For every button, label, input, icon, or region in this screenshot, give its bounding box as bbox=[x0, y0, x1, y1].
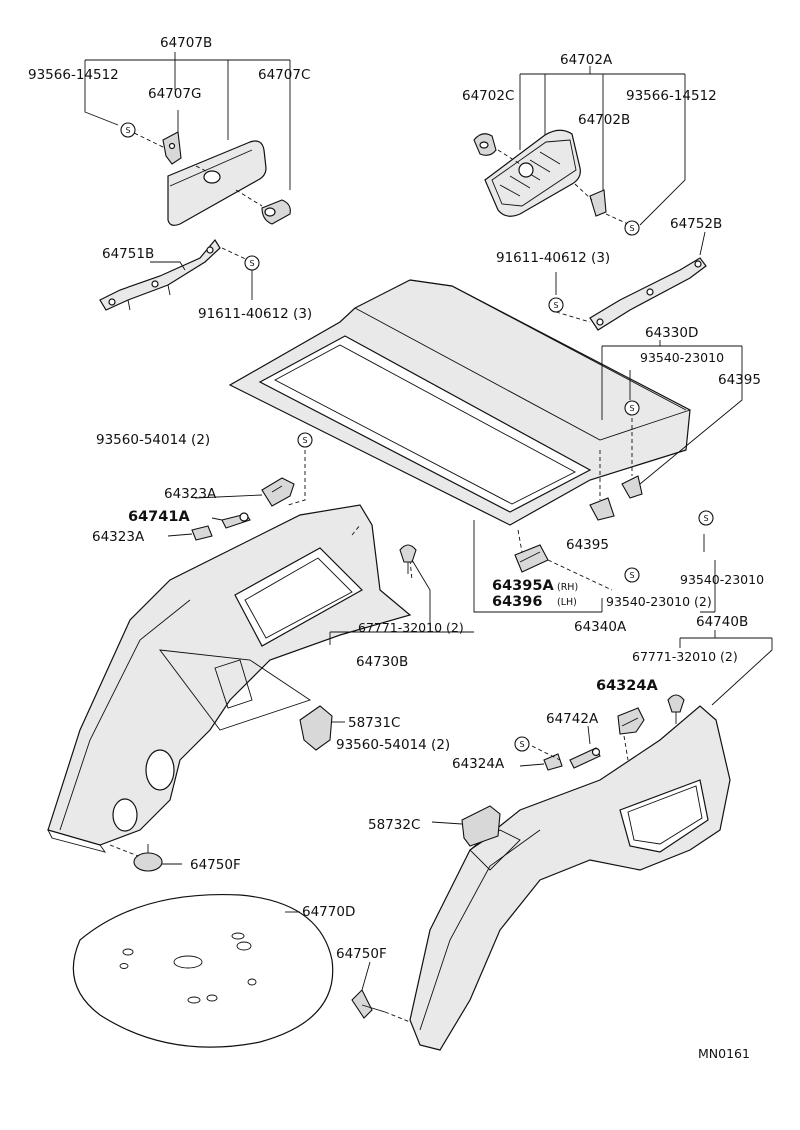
svg-text:S: S bbox=[629, 571, 634, 580]
label-64752B: 64752B bbox=[670, 216, 722, 232]
svg-text:S: S bbox=[703, 514, 708, 523]
bracket-58732C bbox=[461, 805, 501, 847]
cover-64702A bbox=[484, 129, 581, 217]
bracket-group-64707B bbox=[84, 52, 291, 190]
label-64750F-right: 64750F bbox=[336, 946, 387, 962]
pin-64741A bbox=[221, 512, 251, 529]
fastener-64750F-right bbox=[351, 989, 386, 1019]
label-64395A: 64395A bbox=[492, 578, 554, 594]
knob-64702C bbox=[473, 133, 497, 156]
label-64340A: 64340A bbox=[574, 619, 627, 635]
clip-64395-center bbox=[589, 497, 615, 521]
label-64742A: 64742A bbox=[546, 711, 599, 727]
label-93560-54014-top: 93560-54014 (2) bbox=[96, 432, 210, 448]
label-64707B: 64707B bbox=[160, 35, 212, 51]
label-93540-23010-top: 93540-23010 bbox=[640, 350, 724, 365]
s-mark: S bbox=[698, 510, 714, 526]
s-mark: S bbox=[514, 736, 530, 752]
diagram-code: MN0161 bbox=[698, 1046, 750, 1061]
bracket-58731C bbox=[299, 705, 333, 751]
label-64751B: 64751B bbox=[102, 246, 154, 262]
quarter-trim-64730B bbox=[47, 504, 412, 853]
label-64395-center: 64395 bbox=[566, 537, 609, 553]
label-91611-40612-right: 91611-40612 (3) bbox=[496, 250, 610, 266]
label-64707G: 64707G bbox=[148, 86, 201, 102]
label-64396: 64396 bbox=[492, 594, 542, 610]
label-93566-14512-right: 93566-14512 bbox=[626, 88, 717, 104]
label-91611-40612-left: 91611-40612 (3) bbox=[198, 306, 312, 322]
s-mark: S bbox=[297, 432, 313, 448]
visor-clip-64707G bbox=[162, 110, 182, 165]
label-67771-32010-right: 67771-32010 (2) bbox=[632, 649, 738, 664]
s-mark: S bbox=[548, 297, 564, 313]
leader-93560-54014-top bbox=[287, 450, 306, 506]
fastener-64750F-left bbox=[133, 844, 163, 872]
label-64702A: 64702A bbox=[560, 52, 613, 68]
s-mark: S bbox=[624, 220, 640, 236]
clip-64395A-64396 bbox=[514, 544, 549, 573]
label-64750F-left: 64750F bbox=[190, 857, 241, 873]
svg-text:S: S bbox=[249, 259, 254, 268]
svg-text:S: S bbox=[125, 126, 130, 135]
label-64730B: 64730B bbox=[356, 654, 408, 670]
svg-text:S: S bbox=[629, 224, 634, 233]
label-67771-32010-left: 67771-32010 (2) bbox=[358, 620, 464, 635]
mat-64770D bbox=[72, 893, 334, 1048]
clip-64324A-bottom bbox=[543, 753, 563, 771]
label-64741A: 64741A bbox=[128, 509, 190, 525]
label-64324A-top: 64324A bbox=[596, 678, 658, 694]
s-mark: S bbox=[624, 400, 640, 416]
svg-text:S: S bbox=[302, 436, 307, 445]
bracket-group-64702A bbox=[519, 66, 686, 226]
label-rh: (RH) bbox=[557, 582, 578, 593]
s-mark: S bbox=[120, 122, 136, 138]
clip-64395-right bbox=[621, 475, 643, 499]
clip-64323A-top bbox=[261, 477, 295, 507]
label-64323A-bottom: 64323A bbox=[92, 529, 145, 545]
svg-text:S: S bbox=[629, 404, 634, 413]
label-64702C: 64702C bbox=[462, 88, 514, 104]
label-64702B: 64702B bbox=[578, 112, 630, 128]
s-mark: S bbox=[624, 567, 640, 583]
clip-64702B bbox=[589, 189, 607, 217]
label-58731C: 58731C bbox=[348, 715, 400, 731]
bracket-64751B bbox=[99, 238, 221, 311]
s-mark: S bbox=[244, 255, 260, 271]
label-93540-23010-bottom: 93540-23010 (2) bbox=[606, 594, 712, 609]
bracket-64752B bbox=[589, 257, 707, 331]
label-64324A-bottom: 64324A bbox=[452, 756, 505, 772]
svg-text:S: S bbox=[553, 301, 558, 310]
label-64707C: 64707C bbox=[258, 67, 310, 83]
label-93560-54014-bottom: 93560-54014 (2) bbox=[336, 737, 450, 753]
fastener-67771-32010-right bbox=[667, 694, 685, 724]
visor-panel-64707B bbox=[167, 140, 267, 226]
label-64330D: 64330D bbox=[645, 325, 698, 341]
label-64740B: 64740B bbox=[696, 614, 748, 630]
fastener-67771-32010-left bbox=[399, 544, 417, 574]
label-64395-top: 64395 bbox=[718, 372, 761, 388]
clip-64323A-bottom bbox=[191, 525, 213, 541]
quarter-trim-64740B bbox=[409, 705, 731, 1051]
label-93566-14512-left: 93566-14512 bbox=[28, 67, 119, 83]
label-64770D: 64770D bbox=[302, 904, 355, 920]
visor-knob-64707C bbox=[261, 199, 291, 225]
part-labels: 64707B 93566-14512 64707G 64707C 64751B … bbox=[28, 35, 764, 1061]
s-marks: S S S S S S S S S bbox=[120, 122, 714, 752]
bracket-group-64330D bbox=[601, 340, 743, 485]
pin-64742A bbox=[569, 747, 601, 769]
label-93540-23010-right: 93540-23010 bbox=[680, 572, 764, 587]
package-tray-64330D bbox=[228, 279, 691, 526]
svg-text:S: S bbox=[519, 740, 524, 749]
label-64323A-top: 64323A bbox=[164, 486, 217, 502]
label-lh: (LH) bbox=[557, 597, 577, 608]
label-58732C: 58732C bbox=[368, 817, 420, 833]
clip-64324A-top bbox=[617, 707, 645, 735]
